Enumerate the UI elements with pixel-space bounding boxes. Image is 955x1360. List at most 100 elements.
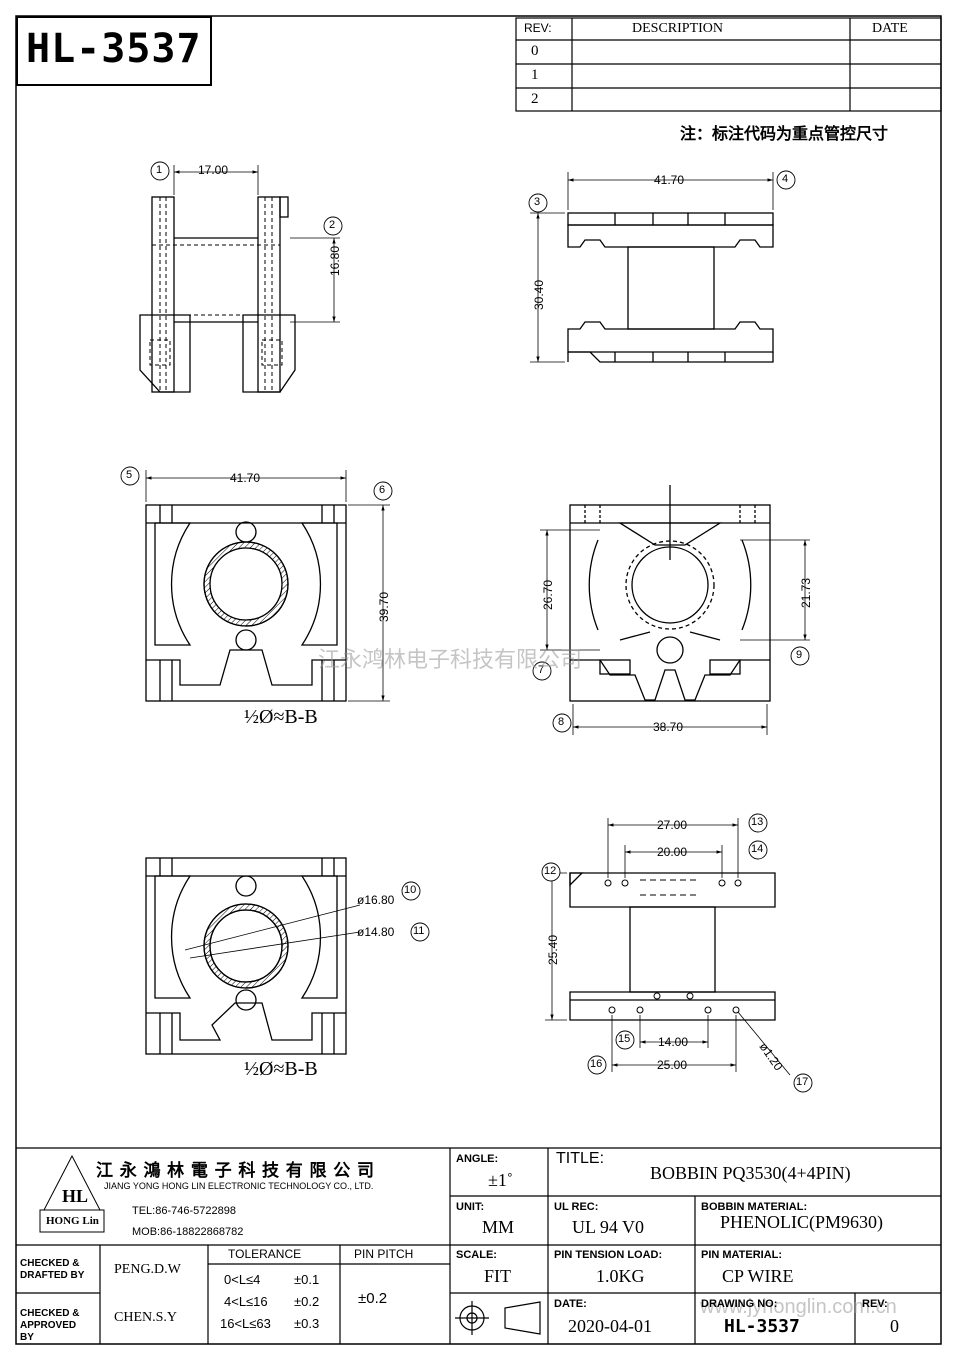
part-number: HL-3537 bbox=[26, 26, 202, 72]
pin-tension-value: 1.0KG bbox=[596, 1266, 645, 1286]
marker-13 bbox=[748, 813, 768, 833]
marker-circles bbox=[120, 161, 813, 1093]
dim-17-00: 17.00 bbox=[198, 163, 229, 177]
marker-14 bbox=[748, 840, 768, 860]
marker-12 bbox=[541, 862, 561, 882]
marker-2 bbox=[323, 216, 343, 236]
marker-5 bbox=[120, 466, 140, 486]
angle-label: ANGLE: bbox=[456, 1153, 499, 1165]
rev-value: 0 bbox=[890, 1316, 899, 1336]
marker-3 bbox=[528, 193, 548, 213]
marker-label-10: 10 bbox=[404, 884, 417, 896]
dim-30-40: 30.40 bbox=[532, 279, 546, 310]
view-front-right bbox=[530, 172, 774, 363]
tolerance-value-1: ±0.1 bbox=[294, 1272, 320, 1287]
marker-label-2: 2 bbox=[329, 219, 336, 231]
view-section-a bbox=[145, 470, 390, 702]
dim-41-70-top: 41.70 bbox=[654, 173, 685, 187]
section-caption-c: ½Ø≈B-B bbox=[244, 1058, 318, 1080]
pin-material-label: PIN MATERIAL: bbox=[701, 1249, 783, 1261]
tolerance-label: TOLERANCE bbox=[228, 1247, 302, 1261]
marker-label-1: 1 bbox=[156, 164, 163, 176]
view-section-c bbox=[145, 857, 361, 1055]
dim-16-80: 16.80 bbox=[328, 245, 342, 276]
dim-21-73: 21.73 bbox=[799, 577, 813, 608]
marker-label-4: 4 bbox=[782, 173, 789, 185]
watermark-company: 江永鸿林电子科技有限公司 bbox=[318, 647, 583, 672]
marker-9 bbox=[790, 646, 810, 666]
title-block-grid bbox=[16, 1147, 941, 1344]
description-header: DESCRIPTION bbox=[632, 21, 724, 36]
dim-41-70-mid: 41.70 bbox=[230, 471, 261, 485]
logo-text: HONG Lin bbox=[46, 1215, 99, 1227]
checked-approved-value: CHEN.S.Y bbox=[114, 1310, 178, 1325]
dim-dia-16-80: ø16.80 bbox=[357, 893, 395, 907]
marker-label-6: 6 bbox=[379, 484, 386, 496]
ul-label: UL REC: bbox=[554, 1201, 599, 1213]
tolerance-range-1: 0<L≤4 bbox=[224, 1272, 261, 1287]
mob: MOB:86-18822868782 bbox=[132, 1226, 244, 1238]
marker-label-9: 9 bbox=[796, 649, 803, 661]
dim-38-70: 38.70 bbox=[653, 720, 684, 734]
watermark-url: www.jyhonglin.com.cn bbox=[700, 1296, 897, 1318]
checked-drafted-value: PENG.D.W bbox=[114, 1262, 181, 1277]
checked-approved-label: CHECKED & APPROVED BY bbox=[20, 1308, 80, 1343]
marker-1 bbox=[150, 161, 170, 181]
dim-27-00: 27.00 bbox=[657, 818, 688, 832]
view-side-left bbox=[139, 165, 340, 393]
sheet-border bbox=[15, 15, 942, 1345]
unit-value: MM bbox=[482, 1217, 515, 1237]
marker-label-17: 17 bbox=[796, 1076, 809, 1088]
marker-17 bbox=[793, 1073, 813, 1093]
angle-value: ±1˚ bbox=[488, 1170, 513, 1190]
rev-row-0: 0 bbox=[531, 43, 539, 59]
scale-label: SCALE: bbox=[456, 1249, 497, 1261]
pin-material-value: CP WIRE bbox=[722, 1266, 794, 1286]
dim-20-00: 20.00 bbox=[657, 845, 688, 859]
dim-26-70: 26.70 bbox=[541, 579, 555, 610]
view-section-b bbox=[540, 485, 810, 735]
dim-25-40: 25.40 bbox=[546, 934, 560, 965]
tolerance-value-2: ±0.2 bbox=[294, 1294, 320, 1309]
rev-row-2: 2 bbox=[531, 91, 539, 107]
tolerance-value-3: ±0.3 bbox=[294, 1316, 320, 1331]
marker-11 bbox=[410, 922, 430, 942]
dim-14-00: 14.00 bbox=[658, 1035, 689, 1049]
part-number-box: HL-3537 bbox=[16, 16, 212, 86]
marker-10 bbox=[401, 881, 421, 901]
marker-label-3: 3 bbox=[534, 196, 541, 208]
rev-row-1: 1 bbox=[531, 67, 539, 83]
marker-15 bbox=[615, 1030, 635, 1050]
marker-8 bbox=[552, 713, 572, 733]
section-caption-a: ½Ø≈B-B bbox=[244, 706, 318, 728]
checked-drafted-label: CHECKED & DRAFTED BY bbox=[20, 1258, 85, 1281]
marker-label-13: 13 bbox=[751, 816, 764, 828]
pin-tension-label: PIN TENSION LOAD: bbox=[554, 1249, 663, 1261]
tolerance-range-2: 4<L≤16 bbox=[224, 1294, 268, 1309]
title-label: TITLE: bbox=[556, 1150, 605, 1167]
company-name-cn: 江 永 鴻 林 電 子 科 技 有 限 公 司 bbox=[96, 1161, 375, 1180]
drawing-no-value: HL-3537 bbox=[724, 1316, 800, 1337]
rev-label: REV: bbox=[862, 1298, 888, 1310]
date-value: 2020-04-01 bbox=[568, 1316, 652, 1336]
pin-pitch-value: ±0.2 bbox=[358, 1290, 388, 1307]
dim-dia-14-80: ø14.80 bbox=[357, 925, 395, 939]
view-bottom-right bbox=[545, 818, 791, 1076]
note-text: 注：标注代码为重点管控尺寸 bbox=[680, 126, 889, 143]
scale-value: FIT bbox=[484, 1266, 511, 1286]
marker-label-14: 14 bbox=[751, 843, 764, 855]
company-name-en: JIANG YONG HONG LIN ELECTRONIC TECHNOLOG… bbox=[104, 1181, 374, 1191]
marker-label-7: 7 bbox=[538, 664, 545, 676]
date-header: DATE bbox=[872, 21, 908, 36]
marker-7 bbox=[532, 661, 552, 681]
title-value: BOBBIN PQ3530(4+4PIN) bbox=[650, 1163, 851, 1183]
tolerance-range-3: 16<L≤63 bbox=[220, 1316, 271, 1331]
marker-label-5: 5 bbox=[126, 469, 133, 481]
rev-header: REV: bbox=[524, 21, 552, 35]
marker-16 bbox=[587, 1055, 607, 1075]
marker-4 bbox=[776, 170, 796, 190]
dim-25-00: 25.00 bbox=[657, 1058, 688, 1072]
marker-label-16: 16 bbox=[590, 1058, 603, 1070]
dim-39-70: 39.70 bbox=[377, 591, 391, 622]
